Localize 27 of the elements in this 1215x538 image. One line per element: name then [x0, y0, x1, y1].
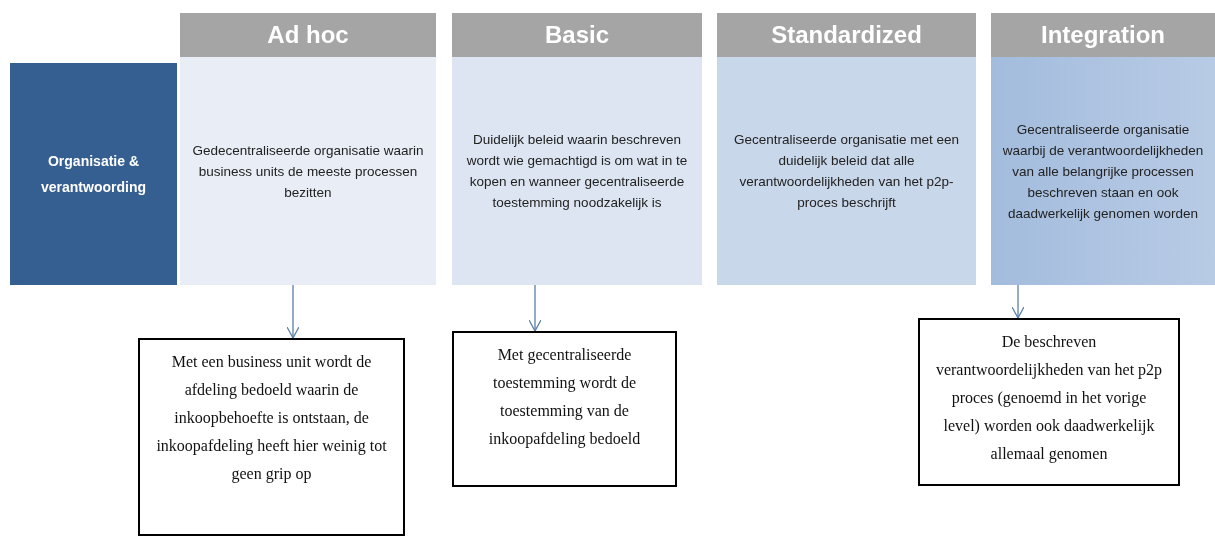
row-header — [10, 63, 177, 285]
note-text: De beschreven verantwoordelijkheden van het p2p proces (genoemd in het vorige level) worden ook daadwerkelijk allemaal genomen — [934, 332, 1164, 465]
cell-text: Gecentraliseerde organisatie waarbij de verantwoordelijkheden van alle belangrijke processen beschreven staan en ook daadwerkelijk genomen worden — [1001, 120, 1205, 223]
cell-text: Gecentraliseerde organisatie met een duidelijk beleid dat alle verantwoordelijkheden van het p2p-proces beschrijft — [732, 131, 961, 212]
header-text: Basic — [544, 23, 609, 47]
cell-text: Gedecentraliseerde organisatie waarin business units de meeste processen bezitten — [191, 141, 425, 202]
note-box — [138, 338, 405, 536]
arrow — [286, 284, 300, 339]
note-text: Met gecentraliseerde toestemming wordt de toestemming van de inkoopafdeling bedoeld — [487, 345, 642, 450]
header-text: Integration — [1041, 23, 1165, 47]
header-text: Ad hoc — [267, 23, 349, 47]
column-header — [717, 13, 976, 57]
level-cell — [717, 57, 976, 285]
cell-text: Duidelijk beleid waarin beschreven wordt wie gemachtigd is om wat in te kopen en wanneer gecentraliseerde toestemming noodzakelijk is — [465, 131, 689, 212]
level-cell — [180, 57, 436, 285]
arrow — [1011, 284, 1025, 319]
row-header-text: Organisatie & verantwoording — [40, 152, 147, 197]
header-text: Standardized — [771, 23, 922, 47]
level-cell — [991, 57, 1215, 285]
arrow — [528, 284, 542, 332]
note-text: Met een business unit wordt de afdeling bedoeld waarin de inkoopbehoefte is ontstaan, de inkoopafdeling heeft hier weinig tot geen grip op — [155, 352, 388, 485]
level-cell — [452, 57, 702, 285]
column-header — [452, 13, 702, 57]
note-box — [452, 331, 677, 487]
column-header — [991, 13, 1215, 57]
note-box — [918, 318, 1180, 486]
column-header — [180, 13, 436, 57]
